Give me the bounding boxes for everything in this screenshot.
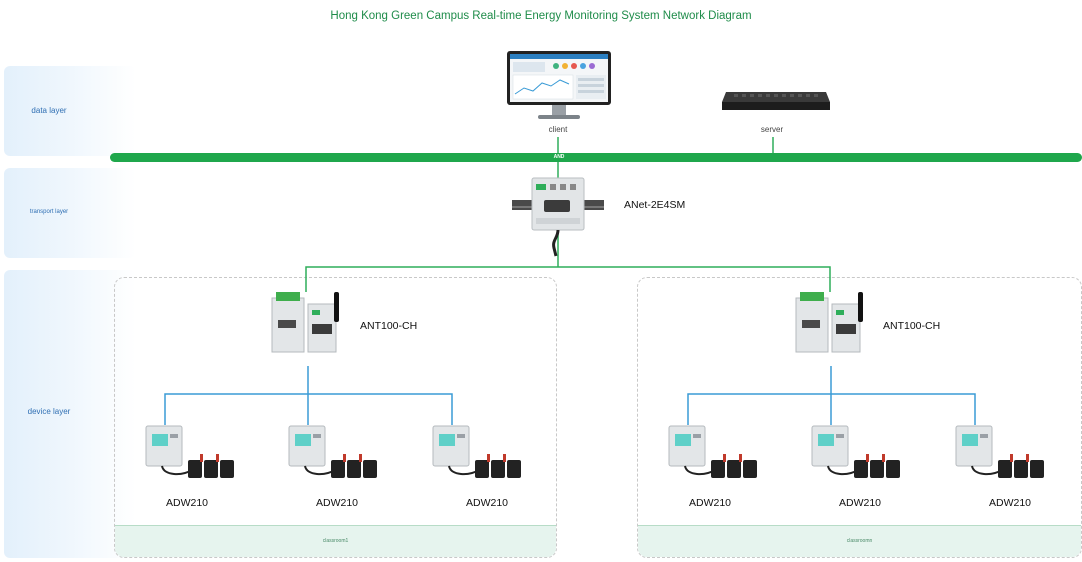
data-layer-label: data layer xyxy=(31,106,67,115)
classroom-bar-1: classroom1 xyxy=(115,525,556,557)
transport-layer-band: transport layer xyxy=(4,168,136,258)
classroom-bar-2: classroomn xyxy=(638,525,1081,557)
bus-label: AND xyxy=(553,154,565,160)
meter-label-1-2: ADW210 xyxy=(315,497,358,509)
collector-device-icon-1 xyxy=(271,292,339,353)
classroom-label-2: classroomn xyxy=(846,538,873,544)
transport-layer-label: transport layer xyxy=(29,209,69,215)
meter-label-2-2: ADW210 xyxy=(838,497,881,509)
server-icon xyxy=(722,92,830,110)
collector-label-1: ANT100-CH xyxy=(360,320,418,332)
gateway-device-icon xyxy=(512,177,604,257)
collector-label-2: ANT100-CH xyxy=(883,320,941,332)
data-layer-band: data layer xyxy=(4,66,136,156)
network-bus xyxy=(110,153,1082,162)
meter-label-1-1: ADW210 xyxy=(165,497,208,509)
classroom-label-1: classroom1 xyxy=(322,538,349,544)
meter-label-2-1: ADW210 xyxy=(688,497,731,509)
device-group-2: classroomn xyxy=(637,277,1082,558)
device-layer-label: device layer xyxy=(27,407,71,416)
client-label: client xyxy=(548,125,568,134)
client-monitor-icon xyxy=(507,51,611,119)
meter-device-icon-1-1 xyxy=(145,425,234,478)
collector-device-icon-2 xyxy=(795,292,863,353)
meter-device-icon-2-2 xyxy=(811,425,900,478)
meter-device-icon-2-3 xyxy=(955,425,1044,478)
meter-device-icon-1-2 xyxy=(288,425,377,478)
meter-label-2-3: ADW210 xyxy=(988,497,1031,509)
gateway-label: ANet-2E4SM xyxy=(624,199,686,211)
meter-device-icon-1-3 xyxy=(432,425,521,478)
server-label: server xyxy=(760,125,784,134)
diagram-title: Hong Kong Green Campus Real-time Energy … xyxy=(330,10,752,22)
device-group-1: classroom1 xyxy=(114,277,557,558)
meter-label-1-3: ADW210 xyxy=(465,497,508,509)
meter-device-icon-2-1 xyxy=(668,425,757,478)
